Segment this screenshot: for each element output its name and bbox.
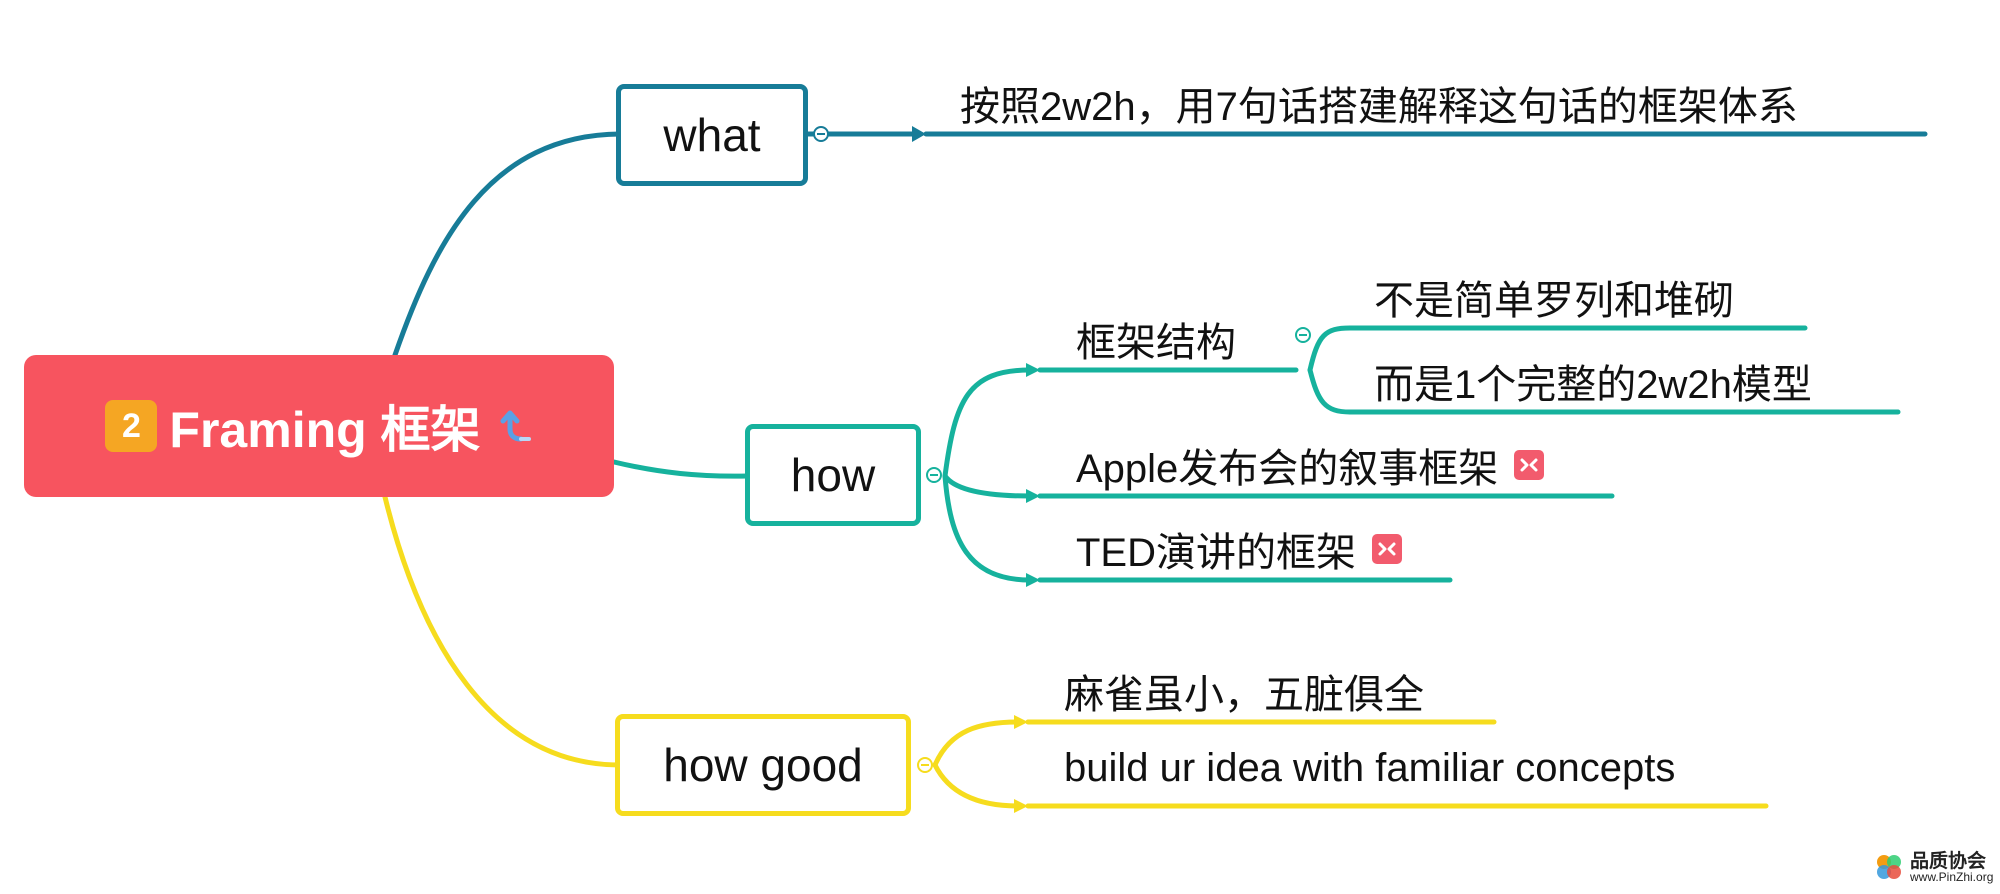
connector-good-item-2: [932, 762, 1021, 809]
leaf-ted-text: TED演讲的框架: [1076, 531, 1356, 575]
arrowhead-what: [912, 126, 926, 142]
leaf-structure-item-2[interactable]: 而是1个完整的2w2h模型: [1374, 352, 1812, 410]
leaf-apple-text: Apple发布会的叙事框架: [1076, 447, 1499, 491]
watermark: 品质协会 www.PinZhi.org: [1872, 850, 1993, 884]
topic-framework-structure[interactable]: 框架结构: [1076, 310, 1236, 368]
structure-item-2-text: 而是1个完整的2w2h模型: [1374, 363, 1812, 407]
structure-item-1-text: 不是简单罗列和堆砌: [1374, 279, 1734, 323]
good-item-2-text: build ur idea with familiar concepts: [1064, 746, 1676, 790]
framework-structure-text: 框架结构: [1076, 321, 1236, 365]
connector-how-good: [382, 494, 623, 768]
leaf-good-item-1[interactable]: 麻雀虽小，五脏俱全: [1064, 662, 1424, 720]
collapse-toggle-what[interactable]: [813, 126, 829, 142]
xmind-link-icon[interactable]: [1514, 450, 1545, 480]
good-item-1-text: 麻雀虽小，五脏俱全: [1064, 673, 1424, 717]
connector-how-structure: [942, 367, 1033, 479]
leaf-what[interactable]: 按照2w2h，用7句话搭建解释这句话的框架体系: [960, 74, 1798, 132]
leaf-apple[interactable]: Apple发布会的叙事框架: [1076, 436, 1545, 494]
topic-how-label: how: [790, 449, 876, 501]
collapse-toggle-how[interactable]: [926, 467, 942, 483]
connector-how: [611, 459, 751, 479]
leaf-ted[interactable]: TED演讲的框架: [1076, 520, 1402, 578]
arrowhead-how-ted: [1026, 573, 1040, 587]
leaf-structure-item-1[interactable]: 不是简单罗列和堆砌: [1374, 268, 1734, 326]
connector-how-ted: [942, 473, 1033, 583]
topic-how-good-label: how good: [663, 739, 863, 791]
arrowhead-how-apple: [1026, 489, 1040, 503]
collapse-toggle-structure[interactable]: [1295, 327, 1311, 343]
arrowhead-good-item-1: [1014, 715, 1028, 729]
leaf-what-text: 按照2w2h，用7句话搭建解释这句话的框架体系: [960, 85, 1798, 129]
topic-what-label: what: [663, 109, 761, 161]
connector-what: [392, 131, 623, 358]
xmind-link-icon[interactable]: [1372, 534, 1402, 564]
connector-structure-item-1: [1307, 325, 1353, 373]
watermark-logo-icon: [1877, 855, 1901, 879]
watermark-url: www.PinZhi.org: [1910, 869, 1994, 884]
collapse-toggle-how-good[interactable]: [917, 757, 933, 773]
priority-badge: 2: [105, 400, 158, 452]
topic-what[interactable]: what: [616, 84, 808, 186]
central-topic-title: Framing 框架: [169, 402, 481, 458]
connector-how-apple: [942, 473, 1033, 499]
jump-link-icon[interactable]: [499, 409, 533, 443]
leaf-good-item-2[interactable]: build ur idea with familiar concepts: [1064, 746, 1675, 791]
topic-how[interactable]: how: [745, 424, 921, 526]
arrowhead-how-structure: [1026, 363, 1040, 377]
connector-good-item-1: [932, 719, 1021, 768]
watermark-name: 品质协会: [1910, 849, 1987, 872]
arrowhead-good-item-2: [1014, 799, 1028, 813]
central-topic[interactable]: 2 Framing 框架: [24, 355, 614, 497]
topic-how-good[interactable]: how good: [615, 714, 911, 816]
connector-structure-item-2: [1307, 367, 1353, 415]
